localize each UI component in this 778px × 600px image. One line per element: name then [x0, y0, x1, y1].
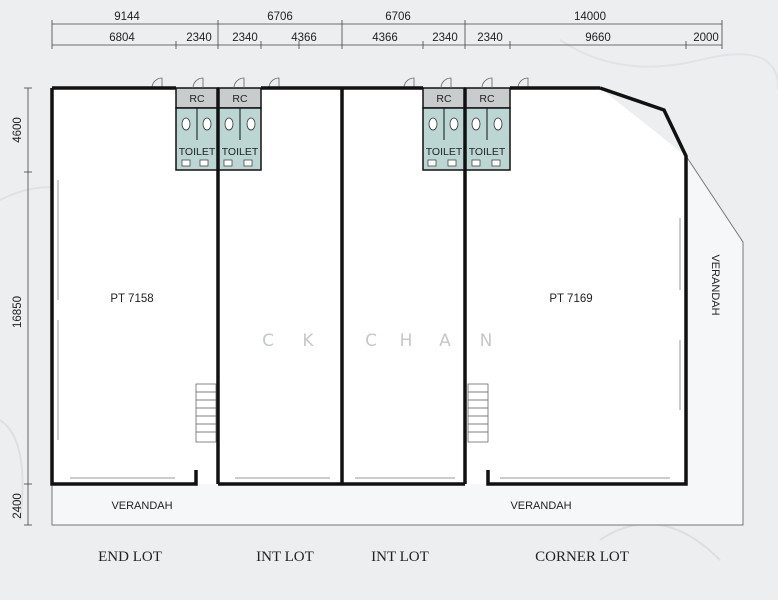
dim-top-4: 14000: [574, 11, 606, 23]
toilet-label-3: TOILET: [426, 146, 463, 158]
dim-sub-2: 2340: [186, 32, 212, 44]
watermark-letter-3: C: [365, 331, 377, 351]
walls: [50, 86, 688, 486]
dimension-labels: 9144 6706 6706 14000 6804 2340 2340 4366…: [12, 11, 719, 519]
verandah-label-left: VERANDAH: [111, 500, 172, 512]
lot-type-4: CORNER LOT: [535, 549, 629, 565]
verandah-label-bottom: VERANDAH: [510, 500, 571, 512]
dim-top-1: 9144: [114, 11, 140, 23]
dim-left-1: 4600: [12, 117, 24, 143]
rc-label-4: RC: [479, 93, 495, 105]
staircase-left: [195, 383, 217, 443]
lot-type-1: END LOT: [98, 549, 162, 565]
dim-sub-6: 2340: [432, 32, 458, 44]
dim-top-2: 6706: [267, 11, 293, 23]
watermark: C K C H A N: [262, 331, 492, 351]
dim-sub-7: 2340: [477, 32, 503, 44]
watermark-letter-2: K: [302, 331, 314, 351]
toilet-label-1: TOILET: [179, 146, 216, 158]
dimension-lines: [24, 20, 723, 526]
floor-areas: [52, 88, 686, 484]
toilet-label-4: TOILET: [469, 146, 506, 158]
rc-label-3: RC: [436, 93, 452, 105]
rc-label-2: RC: [232, 93, 248, 105]
watermark-letter-4: H: [400, 331, 413, 351]
verandah-label-side: VERANDAH: [709, 254, 721, 315]
plot-label-1: PT 7158: [110, 293, 153, 305]
watermark-letter-6: N: [480, 331, 493, 351]
dim-left-3: 2400: [12, 493, 24, 519]
dim-sub-9: 2000: [693, 32, 719, 44]
rc-label-1: RC: [189, 93, 205, 105]
watermark-letter-1: C: [262, 331, 274, 351]
toilet-label-2: TOILET: [222, 146, 259, 158]
dim-sub-1: 6804: [109, 32, 135, 44]
window-marks: [57, 180, 681, 479]
dim-top-3: 6706: [385, 11, 411, 23]
dim-sub-3: 2340: [232, 32, 258, 44]
plot-label-4: PT 7169: [549, 293, 592, 305]
toilet-block-a: [175, 87, 262, 171]
lot-type-3: INT LOT: [371, 549, 429, 565]
dim-sub-4: 4366: [291, 32, 317, 44]
staircase-right: [467, 383, 489, 443]
lot-type-2: INT LOT: [256, 549, 314, 565]
dim-sub-5: 4366: [372, 32, 398, 44]
dim-left-2: 16850: [12, 296, 24, 328]
dim-sub-8: 9660: [585, 32, 611, 44]
watermark-letter-5: A: [439, 331, 451, 351]
